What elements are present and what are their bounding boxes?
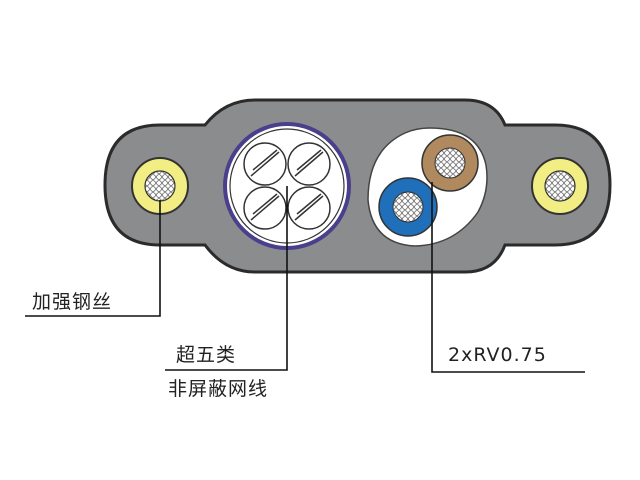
power-core-icon: [392, 191, 424, 223]
steel-wire-label: 加强钢丝: [32, 291, 112, 313]
cat5e-label-line1: 超五类: [176, 344, 236, 366]
cat5e-label-line2: 非屏蔽网线: [168, 378, 268, 400]
steel-wire-icon: [144, 170, 176, 202]
twisted-pair-icon: [243, 142, 331, 230]
cat5e-leader: [165, 186, 288, 371]
power-core-label: 2xRV0.75: [448, 344, 547, 366]
cable-jacket: [103, 98, 612, 274]
power-core-leader: [431, 182, 585, 373]
power-cores: [367, 127, 488, 247]
power-core-icon: [434, 147, 466, 179]
steel-wire-icon: [544, 170, 576, 202]
steel-wire-leader: [25, 200, 161, 317]
steel-wire-right: [531, 157, 589, 215]
